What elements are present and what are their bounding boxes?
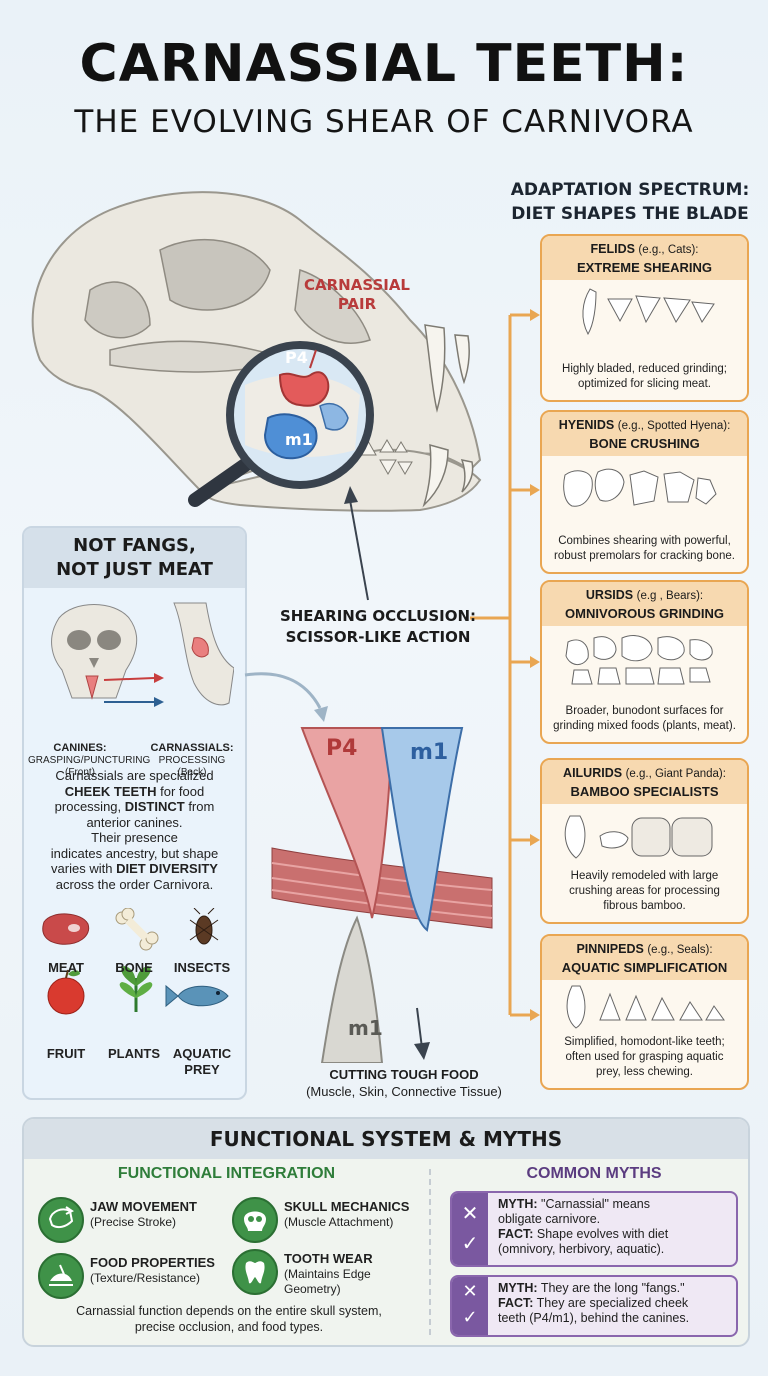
occlusion-arrows xyxy=(244,486,369,722)
jaw-movement-icon xyxy=(38,1197,84,1243)
card-felids: FELIDS (e.g., Cats):EXTREME SHEARING Hig… xyxy=(540,234,749,402)
card-hyenids: HYENIDS (e.g., Spotted Hyena):BONE CRUSH… xyxy=(540,410,749,574)
spectrum-bracket xyxy=(470,309,540,1021)
card-ailurids: AILURIDS (e.g., Giant Panda):BAMBOO SPEC… xyxy=(540,758,749,924)
carnassials-label: CARNASSIALS:PROCESSING(Back) xyxy=(150,742,234,778)
card-ursids: URSIDS (e.g , Bears):OMNIVOROUS GRINDING… xyxy=(540,580,749,744)
tooth-icon xyxy=(232,1249,278,1295)
carnassial-description: Carnassials are specialized CHEEK TEETH … xyxy=(50,768,219,892)
diet-bone-label: BONE xyxy=(115,960,153,975)
bone-icon xyxy=(115,908,159,951)
myth-card-2: ✕ ✓ MYTH: They are the long "fangs." FAC… xyxy=(450,1275,738,1337)
card-pinnipeds: PINNIPEDS (e.g., Seals):AQUATIC SIMPLIFI… xyxy=(540,934,749,1090)
m1-label: m1 xyxy=(285,430,313,449)
skull-icon xyxy=(232,1197,278,1243)
p4-label: P4 xyxy=(285,348,308,367)
diet-icons xyxy=(42,908,229,1015)
diet-meat-label: MEAT xyxy=(48,960,84,975)
pinniped-teeth-icon xyxy=(566,985,725,1029)
functional-system-title: FUNCTIONAL SYSTEM & MYTHS xyxy=(24,1119,748,1159)
diet-fruit-label: FRUIT xyxy=(46,1046,86,1061)
carnassial-pair-callout: CARNASSIAL PAIR xyxy=(303,276,410,313)
spectrum-title: ADAPTATION SPECTRUM: DIET SHAPES THE BLA… xyxy=(510,180,750,224)
cutting-food-label: CUTTING TOUGH FOOD(Muscle, Skin, Connect… xyxy=(306,1067,502,1099)
common-myths-title: COMMON MYTHS xyxy=(526,1165,662,1182)
plant-icon xyxy=(119,966,153,1012)
fruit-icon xyxy=(47,969,85,1015)
insect-icon xyxy=(189,908,219,945)
shearing-occlusion-label: SHEARING OCCLUSION: SCISSOR-LIKE ACTION xyxy=(279,607,477,646)
skull-illustration xyxy=(31,191,482,512)
felid-teeth-icon xyxy=(582,288,715,336)
meat-icon xyxy=(42,913,90,945)
shear-m1-upper-label: m1 xyxy=(410,740,449,765)
functional-integration-title: FUNCTIONAL INTEGRATION xyxy=(117,1165,336,1182)
fish-icon xyxy=(165,984,229,1008)
diet-insects-label: INSECTS xyxy=(173,960,231,975)
x-icon: ✕ xyxy=(462,1281,478,1301)
shear-m1-lower-label: m1 xyxy=(348,1016,383,1040)
not-fangs-heading: NOT FANGS, NOT JUST MEAT xyxy=(24,528,245,588)
shearing-diagram xyxy=(271,727,493,1063)
hyenid-teeth-icon xyxy=(563,468,717,507)
diet-plants-label: PLANTS xyxy=(108,1046,160,1061)
ursid-teeth-icon xyxy=(565,635,713,685)
shear-p4-label: P4 xyxy=(326,736,358,761)
food-icon xyxy=(38,1253,84,1299)
page-title: CARNASSIAL TEETH: xyxy=(79,34,689,94)
x-icon: ✕ xyxy=(461,1203,479,1225)
canines-label: CANINES:GRASPING/PUNCTURING(Front) xyxy=(28,742,151,778)
not-fangs-panel: NOT FANGS, NOT JUST MEAT CANINES:GRASPIN… xyxy=(22,526,247,1100)
ailurid-teeth-icon xyxy=(564,815,713,859)
functional-system-panel: FUNCTIONAL SYSTEM & MYTHS FUNCTIONAL INT… xyxy=(22,1117,750,1347)
skull-front-jaw-icon xyxy=(51,602,234,707)
check-icon: ✓ xyxy=(461,1233,479,1255)
functional-footnote: Carnassial function depends on the entir… xyxy=(76,1304,382,1334)
myth-card-1: ✕ ✓ MYTH: "Carnassial" means obligate ca… xyxy=(450,1191,738,1267)
page-subtitle: THE EVOLVING SHEAR OF CARNIVORA xyxy=(74,104,694,140)
check-icon: ✓ xyxy=(462,1307,478,1327)
